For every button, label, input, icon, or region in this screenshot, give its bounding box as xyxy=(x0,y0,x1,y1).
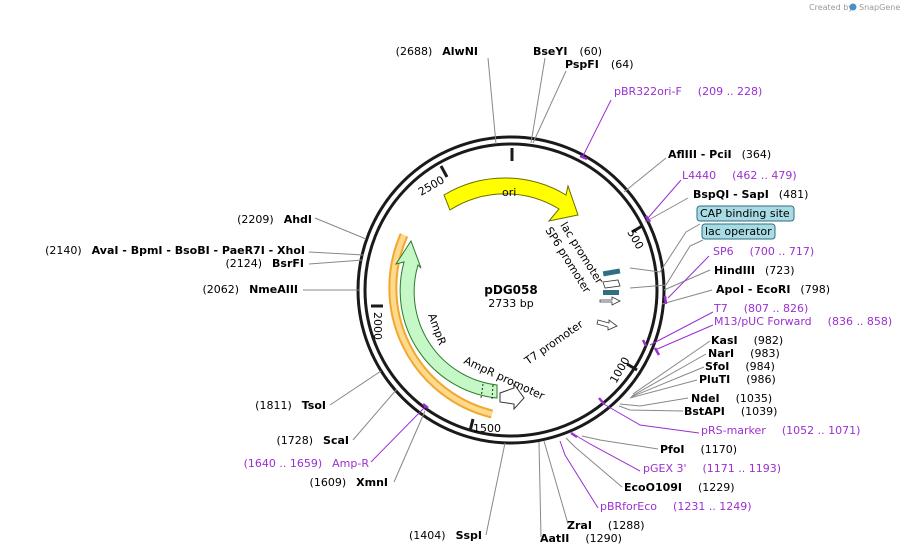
site-xmni[interactable]: XmnI xyxy=(356,476,388,489)
lac-operator-label: lac operator xyxy=(705,225,772,238)
tick-mark-500 xyxy=(631,224,643,234)
cap-binding-site-box[interactable]: CAP binding site xyxy=(696,205,795,222)
credit-created-by: Created by xyxy=(809,3,853,12)
svg-text:(2209)AhdI: (2209)AhdI xyxy=(237,213,312,226)
svg-text:PfoI(1170): PfoI(1170) xyxy=(660,443,737,456)
lac-cap-features[interactable] xyxy=(596,268,621,331)
svg-text:(1811)TsoI: (1811)TsoI xyxy=(255,399,326,412)
site-pluti[interactable]: PluTI xyxy=(699,373,730,386)
tick-label-1000: 1000 xyxy=(607,355,632,386)
snapgene-logo-icon xyxy=(849,3,857,11)
svg-text:(1640 .. 1659)Amp-R: (1640 .. 1659)Amp-R xyxy=(244,457,370,470)
tick-mark-1000 xyxy=(626,362,638,372)
svg-text:(1609)XmnI: (1609)XmnI xyxy=(310,476,388,489)
svg-text:T7(807 .. 826): T7(807 .. 826) xyxy=(713,302,808,315)
svg-text:PluTI(986): PluTI(986) xyxy=(699,373,776,386)
primer-prs-marker[interactable]: pRS-marker xyxy=(701,424,766,437)
tick-marks xyxy=(371,148,643,432)
site-ahdi[interactable]: AhdI xyxy=(284,213,312,226)
snapgene-credit: Created by SnapGene xyxy=(809,3,900,12)
plasmid-length: 2733 bp xyxy=(488,297,533,310)
ori-label: ori xyxy=(502,186,516,199)
site-bseyi[interactable]: BseYI xyxy=(533,45,567,58)
site-tsoi[interactable]: TsoI xyxy=(302,399,326,412)
primer-amp-r[interactable]: Amp-R xyxy=(332,457,369,470)
right-site-labels: AflIII - PciI(364) BspQI - SapI(481) Hin… xyxy=(540,148,830,545)
primer-l4440[interactable]: L4440 xyxy=(682,169,716,182)
tick-label-2000: 2000 xyxy=(371,312,384,340)
site-avai-xhoi[interactable]: AvaI - BpmI - BsoBI - PaeR7I - XhoI xyxy=(92,244,305,257)
svg-text:pGEX 3'(1171 .. 1193): pGEX 3'(1171 .. 1193) xyxy=(643,462,781,475)
svg-text:pBRforEco(1231 .. 1249): pBRforEco(1231 .. 1249) xyxy=(600,500,752,513)
primer-m13-puc-forward[interactable]: M13/pUC Forward xyxy=(714,315,812,328)
left-site-labels: (2688)AlwNI (2209)AhdI (2140)AvaI - BpmI… xyxy=(45,45,482,542)
site-bstapi[interactable]: BstAPI xyxy=(684,405,725,418)
svg-text:SP6(700 .. 717): SP6(700 .. 717) xyxy=(713,245,814,258)
site-aatii[interactable]: AatII xyxy=(540,532,569,545)
site-afliii-pcii[interactable]: AflIII - PciI xyxy=(668,148,732,161)
svg-text:NdeI(1035): NdeI(1035) xyxy=(691,392,772,405)
svg-text:SfoI(984): SfoI(984) xyxy=(705,360,775,373)
site-nari[interactable]: NarI xyxy=(708,347,734,360)
plasmid-name: pDG058 xyxy=(484,283,537,297)
primer-pgex-3[interactable]: pGEX 3' xyxy=(643,462,687,475)
site-nmeaiii[interactable]: NmeAIII xyxy=(249,283,298,296)
svg-text:(1728)ScaI: (1728)ScaI xyxy=(276,434,349,447)
site-sspi[interactable]: SspI xyxy=(456,529,482,542)
svg-text:(2688)AlwNI: (2688)AlwNI xyxy=(396,45,478,58)
primer-marks xyxy=(422,154,668,439)
site-bsrfi[interactable]: BsrFI xyxy=(272,257,304,270)
svg-text:KasI(982): KasI(982) xyxy=(711,334,783,347)
svg-text:ZraI(1288): ZraI(1288) xyxy=(567,519,645,532)
svg-text:NarI(983): NarI(983) xyxy=(708,347,780,360)
svg-text:BspQI - SapI(481): BspQI - SapI(481) xyxy=(693,188,808,201)
svg-text:pRS-marker(1052 .. 1071): pRS-marker(1052 .. 1071) xyxy=(701,424,860,437)
primer-leader-lines xyxy=(370,99,714,509)
svg-text:AflIII - PciI(364): AflIII - PciI(364) xyxy=(668,148,771,161)
svg-text:pBR322ori-F(209 .. 228): pBR322ori-F(209 .. 228) xyxy=(614,85,762,98)
svg-text:ApoI - EcoRI(798): ApoI - EcoRI(798) xyxy=(716,283,830,296)
primer-pbrforeco[interactable]: pBRforEco xyxy=(600,500,657,513)
tick-label-1500: 1500 xyxy=(473,422,501,435)
site-pfoi[interactable]: PfoI xyxy=(660,443,685,456)
site-eco0109i[interactable]: EcoO109I xyxy=(624,481,682,494)
svg-text:AatII(1290): AatII(1290) xyxy=(540,532,622,545)
svg-text:BstAPI(1039): BstAPI(1039) xyxy=(684,405,777,418)
primer-t7[interactable]: T7 xyxy=(713,302,728,315)
svg-text:PspFI(64): PspFI(64) xyxy=(565,58,634,71)
svg-text:(2140)AvaI - BpmI - BsoBI -: (2140)AvaI - BpmI - BsoBI - PaeR7I - Xho… xyxy=(45,244,305,257)
site-bspqi-sapi[interactable]: BspQI - SapI xyxy=(693,188,769,201)
primer-labels: pBR322ori-F(209 .. 228) L4440(462 .. 479… xyxy=(600,85,892,513)
t7-promoter-label: T7 promoter xyxy=(521,317,586,368)
site-apoi-ecori[interactable]: ApoI - EcoRI xyxy=(716,283,790,296)
primer-pbr322ori-f[interactable]: pBR322ori-F xyxy=(614,85,682,98)
svg-text:L4440(462 .. 479): L4440(462 .. 479) xyxy=(682,169,797,182)
primer-sp6[interactable]: SP6 xyxy=(713,245,734,258)
svg-text:(1404)SspI: (1404)SspI xyxy=(409,529,482,542)
credit-brand: SnapGene xyxy=(859,3,900,12)
top-site-labels: BseYI(60) PspFI(64) xyxy=(533,45,634,71)
site-scai[interactable]: ScaI xyxy=(323,434,349,447)
site-alwni[interactable]: AlwNI xyxy=(442,45,478,58)
svg-text:HindIII(723): HindIII(723) xyxy=(714,264,795,277)
svg-text:(2062)NmeAIII: (2062)NmeAIII xyxy=(203,283,299,296)
tick-mark-2500 xyxy=(439,165,449,178)
site-hindiii[interactable]: HindIII xyxy=(714,264,755,277)
svg-text:M13/pUC Forward(836 .. 858): M13/pUC Forward(836 .. 858) xyxy=(714,315,892,328)
tick-mark-1500 xyxy=(468,418,475,432)
ampr-feature[interactable]: AmpR xyxy=(394,239,498,400)
ori-feature[interactable]: ori xyxy=(443,177,579,222)
site-zrai[interactable]: ZraI xyxy=(567,519,592,532)
site-ndei[interactable]: NdeI xyxy=(691,392,720,405)
svg-text:BseYI(60): BseYI(60) xyxy=(533,45,602,58)
site-pspfi[interactable]: PspFI xyxy=(565,58,599,71)
lac-operator-box[interactable]: lac operator xyxy=(701,223,776,240)
site-sfoi[interactable]: SfoI xyxy=(705,360,729,373)
site-kasi[interactable]: KasI xyxy=(711,334,738,347)
svg-text:(2124)BsrFI: (2124)BsrFI xyxy=(225,257,304,270)
leader-lines xyxy=(303,57,713,538)
svg-text:EcoO109I(1229): EcoO109I(1229) xyxy=(624,481,735,494)
cap-binding-site-label: CAP binding site xyxy=(700,207,790,220)
